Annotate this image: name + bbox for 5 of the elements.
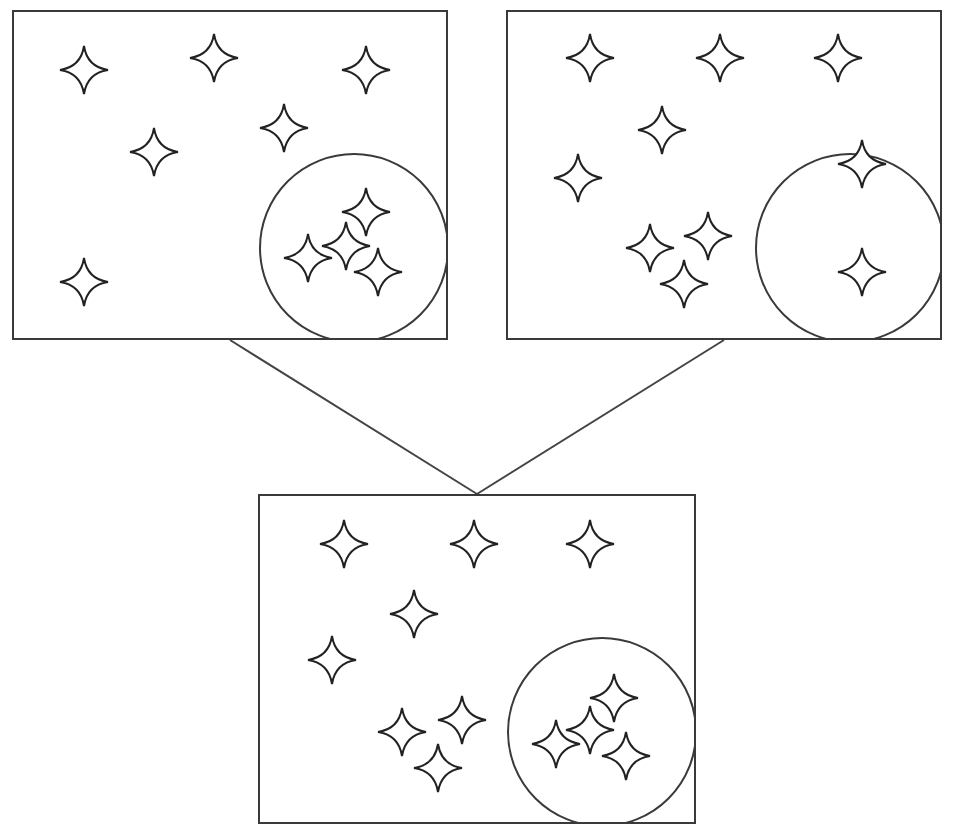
connector-line bbox=[229, 339, 478, 495]
star-field-picture bbox=[506, 10, 942, 340]
star-field-picture bbox=[258, 494, 696, 824]
star-field-picture bbox=[12, 10, 448, 340]
connector-line bbox=[476, 339, 725, 495]
